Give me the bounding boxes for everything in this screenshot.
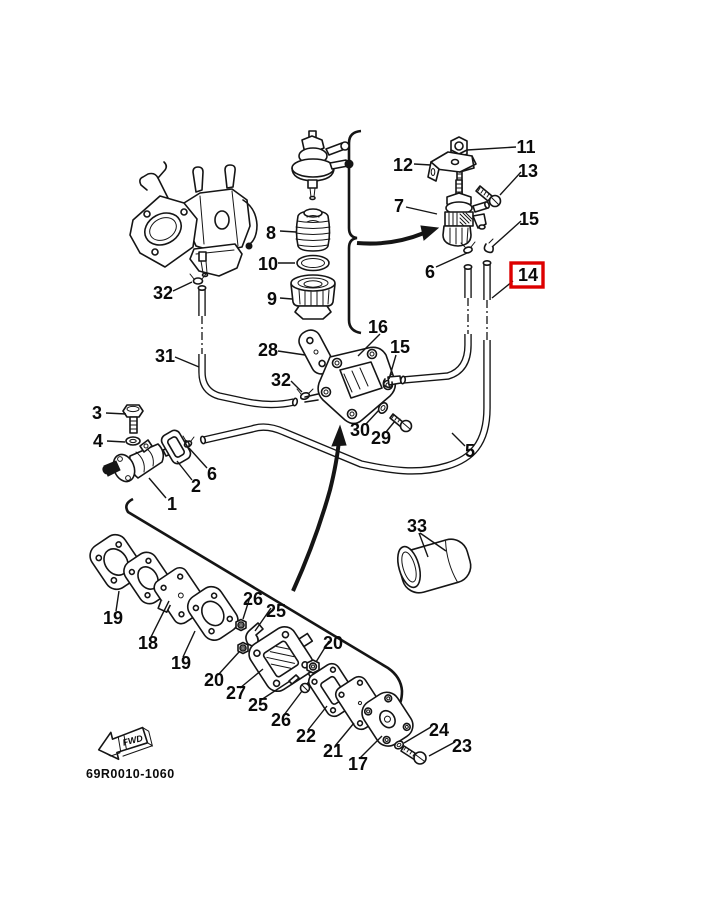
part-gasket-28 (298, 329, 334, 375)
callout-19-a[interactable]: 19 (103, 608, 123, 628)
callout-24[interactable]: 24 (429, 720, 449, 740)
detail-brace (347, 129, 362, 335)
callout-11[interactable]: 11 (516, 137, 535, 157)
callout-22[interactable]: 22 (296, 726, 316, 746)
part-clip-6-joint (182, 435, 195, 448)
detail-arrow-to-pump (291, 424, 347, 592)
callout-33[interactable]: 33 (407, 516, 427, 536)
part-washer-4 (125, 436, 141, 446)
part-washer-30 (377, 401, 389, 415)
callout-32-a[interactable]: 32 (153, 283, 173, 303)
part-fuel-cock (291, 130, 354, 201)
highlight-box-part-14[interactable] (509, 261, 545, 289)
part-clip-32-pump (296, 388, 314, 401)
part-bracket-12 (427, 151, 477, 197)
callout-28[interactable]: 28 (258, 340, 278, 360)
callout-20-a[interactable]: 20 (204, 670, 224, 690)
part-clip-32-carb (189, 273, 207, 285)
hose-hidden-line-gaps (195, 298, 494, 354)
part-bolt-29 (389, 413, 413, 433)
callout-10[interactable]: 10 (258, 254, 278, 274)
part-o-ring-10 (296, 254, 330, 272)
callout-6-a[interactable]: 6 (425, 262, 435, 282)
hose-31 (198, 288, 295, 409)
callout-30[interactable]: 30 (350, 420, 370, 440)
drawing-code: 69R0010-1060 (86, 767, 175, 781)
callout-14[interactable]: 14 (518, 265, 538, 285)
part-clip-6-filter (460, 241, 476, 254)
fwd-label: FWD (122, 733, 145, 748)
callout-3[interactable]: 3 (92, 403, 102, 423)
part-washer-24 (393, 740, 405, 750)
part-nut-20b (306, 659, 320, 674)
callout-32-b[interactable]: 32 (271, 370, 291, 390)
leader-lines (105, 146, 522, 759)
part-carburetor (129, 161, 258, 278)
callout-17[interactable]: 17 (348, 754, 368, 774)
callout-12[interactable]: 12 (393, 155, 413, 175)
callout-19-b[interactable]: 19 (171, 653, 191, 673)
detail-arrow-to-filter (356, 225, 440, 246)
callout-5[interactable]: 5 (465, 441, 475, 461)
callout-1[interactable]: 1 (167, 494, 177, 514)
part-gasket-2 (160, 429, 192, 465)
callout-8[interactable]: 8 (266, 223, 276, 243)
fwd-arrow-icon: FWD (97, 726, 154, 761)
part-pump-cover-17 (361, 691, 414, 747)
part-nut-26a (235, 618, 247, 632)
callout-31[interactable]: 31 (155, 346, 175, 366)
part-filter-element-8 (295, 208, 331, 252)
part-bolt-3 (122, 404, 144, 434)
callout-23[interactable]: 23 (452, 736, 472, 756)
part-filter-cup-9 (290, 274, 336, 320)
callout-25-a[interactable]: 25 (266, 601, 286, 621)
part-fuel-joint-1 (102, 439, 191, 483)
hose-open-ends (197, 259, 492, 445)
callout-13[interactable]: 13 (518, 161, 538, 181)
callout-18[interactable]: 18 (138, 633, 158, 653)
callout-2[interactable]: 2 (191, 476, 201, 496)
callout-21[interactable]: 21 (323, 741, 343, 761)
callout-20-b[interactable]: 20 (323, 633, 343, 653)
hose-14 (402, 267, 472, 384)
part-bolt-13 (475, 185, 502, 208)
callouts: 11 12 13 7 15 6 14 8 10 9 32 31 16 15 28… (92, 137, 539, 774)
callout-15-b[interactable]: 15 (390, 337, 410, 357)
callout-7[interactable]: 7 (394, 196, 404, 216)
part-nut-20a (237, 641, 249, 655)
part-fuel-pump-16 (304, 346, 402, 425)
part-bolt-23 (400, 745, 427, 765)
part-pin-25 (288, 674, 300, 685)
callout-27[interactable]: 27 (226, 683, 246, 703)
part-clip-15-filter (483, 238, 494, 254)
callout-15-a[interactable]: 15 (519, 209, 539, 229)
callout-29[interactable]: 29 (371, 428, 391, 448)
callout-16[interactable]: 16 (368, 317, 388, 337)
part-gasket-19b (186, 585, 239, 641)
part-duct-33 (396, 538, 472, 594)
part-fuel-filter-7 (442, 179, 490, 247)
callout-4[interactable]: 4 (93, 431, 103, 451)
callout-26-a[interactable]: 26 (243, 589, 263, 609)
callout-26-b[interactable]: 26 (271, 710, 291, 730)
callout-9[interactable]: 9 (267, 289, 277, 309)
hose-5 (203, 263, 491, 475)
callout-6-b[interactable]: 6 (207, 464, 217, 484)
callout-25-b[interactable]: 25 (248, 695, 268, 715)
